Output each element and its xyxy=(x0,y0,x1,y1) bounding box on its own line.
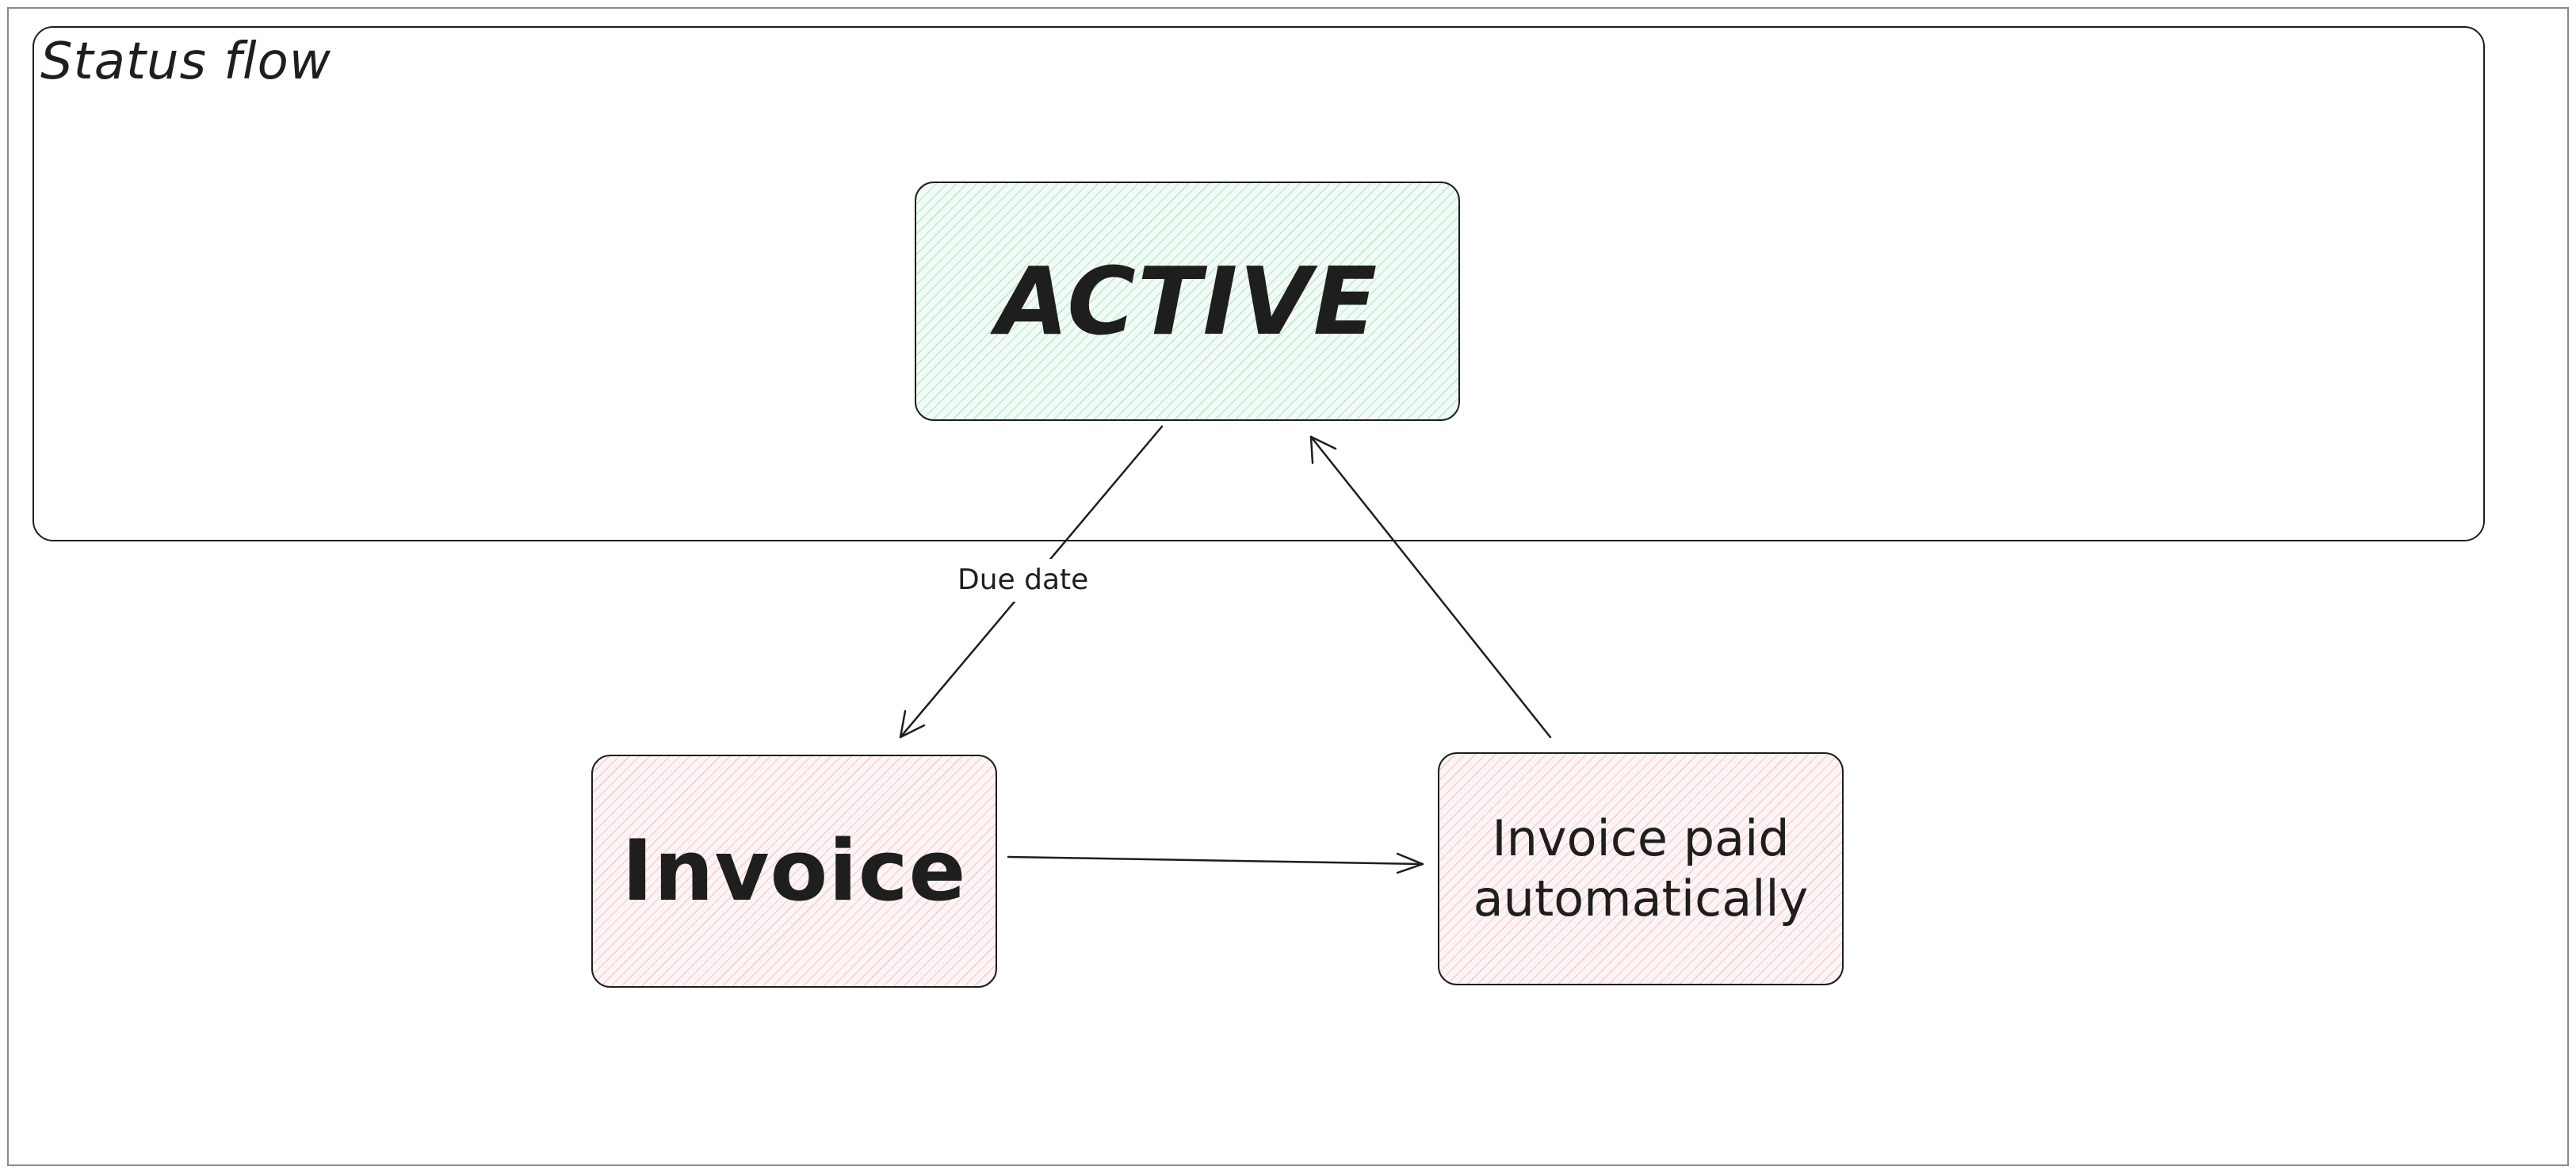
arrow-paid-to-active[interactable] xyxy=(1309,435,1552,739)
arrow-invoice-to-paid[interactable] xyxy=(1007,852,1424,874)
arrowhead-icon xyxy=(1309,435,1337,465)
invoice-paid-node[interactable]: Invoice paid automatically xyxy=(1438,752,1844,985)
due-date-label-box: Due date xyxy=(948,559,1099,602)
active-node[interactable]: ACTIVE xyxy=(915,182,1460,421)
canvas-frame xyxy=(7,7,2569,1166)
status-flow-title: Status flow xyxy=(40,33,332,91)
arrowhead-icon xyxy=(1396,852,1424,874)
due-date-label: Due date xyxy=(957,564,1089,596)
invoice-node[interactable]: Invoice xyxy=(591,755,997,988)
invoice-node-label: Invoice xyxy=(621,822,967,920)
status-flow-frame[interactable] xyxy=(32,26,2485,541)
active-node-label: ACTIVE xyxy=(996,247,1379,356)
arrowhead-icon xyxy=(899,709,926,739)
invoice-paid-node-label: Invoice paid automatically xyxy=(1473,809,1809,927)
